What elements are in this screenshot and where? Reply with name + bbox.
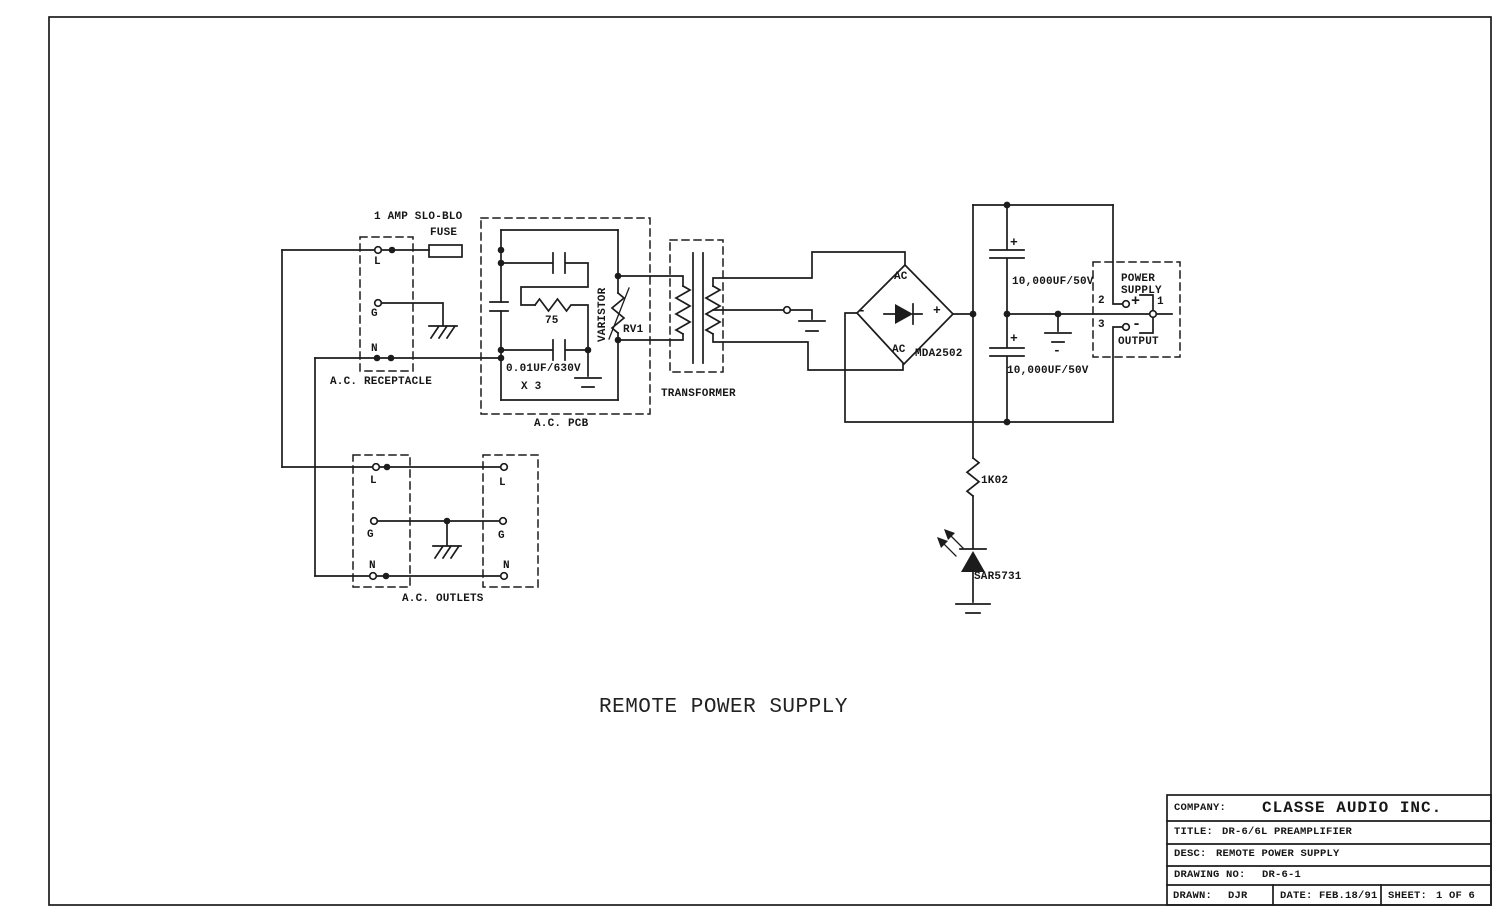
- led-icon: [961, 551, 985, 572]
- titleblock-drawingno-label: DRAWING NO:: [1174, 869, 1246, 881]
- transformer-symbol: [617, 239, 906, 373]
- outlet-left-terminal-l: L: [370, 475, 377, 487]
- resistor-75-icon: [533, 297, 589, 351]
- outlet-left-terminal-n: N: [369, 560, 376, 572]
- drawing-frame: [48, 16, 1492, 906]
- titleblock-drawn-value: DJR: [1228, 890, 1248, 902]
- titleblock-desc-value: REMOTE POWER SUPPLY: [1216, 848, 1340, 860]
- pcb-resistor-value: 75: [545, 315, 559, 327]
- primary-winding-icon: [674, 284, 692, 336]
- varistor-label: VARISTOR: [597, 287, 609, 342]
- ac-pcb-symbol: [480, 217, 651, 415]
- connector-output-label: OUTPUT: [1118, 336, 1159, 348]
- outlet-right-terminal-n: N: [503, 560, 510, 572]
- bridge-ac-top-label: AC: [894, 271, 908, 283]
- connector-minus-label: -: [1132, 316, 1142, 333]
- earth-ground-icon: [1044, 332, 1072, 343]
- receptacle-terminal-n: N: [371, 343, 378, 355]
- capacitor-icon: [489, 301, 509, 312]
- outlet-right-terminal-g: G: [498, 530, 505, 542]
- bridge-ac-bottom-label: AC: [892, 344, 906, 356]
- indicator-led-label: SAR5731: [974, 571, 1022, 583]
- fuse-label: FUSE: [430, 227, 458, 239]
- bridge-minus-label: -: [858, 303, 867, 318]
- ground-minus-label: -: [1053, 343, 1062, 358]
- led-indicator-symbol: [937, 456, 991, 614]
- drawing-main-title: REMOTE POWER SUPPLY: [599, 696, 848, 719]
- cap-bottom-value: 10,000UF/50V: [1007, 365, 1089, 377]
- pcb-cap-qty: X 3: [521, 381, 542, 393]
- titleblock-desc-label: DESC:: [1174, 848, 1207, 860]
- capacitor-bottom-icon: [989, 313, 1025, 423]
- titleblock-drawn-label: DRAWN:: [1173, 890, 1213, 902]
- bridge-ref-label: MDA2502: [915, 348, 963, 360]
- connector-plus-label: +: [1131, 293, 1141, 310]
- titleblock-company-label: COMPANY:: [1174, 802, 1227, 814]
- titleblock-sheet-label: SHEET:: [1388, 890, 1428, 902]
- pcb-label: A.C. PCB: [534, 418, 589, 430]
- titleblock-company-value: CLASSE AUDIO INC.: [1262, 799, 1443, 817]
- connector-pin1-label: 1: [1157, 296, 1164, 308]
- led-arrow-icon: [944, 529, 955, 540]
- earth-ground-icon: [574, 377, 602, 388]
- fuse-rating-label: 1 AMP SLO-BLO: [374, 211, 463, 223]
- transformer-label: TRANSFORMER: [661, 388, 736, 400]
- bridge-rectifier-symbol: [844, 263, 1114, 423]
- indicator-resistor-label: 1K02: [981, 475, 1009, 487]
- bridge-plus-label: +: [933, 303, 942, 318]
- filter-capacitors-symbol: [969, 201, 1151, 459]
- pcb-cap-value: 0.01UF/630V: [506, 363, 581, 375]
- receptacle-terminal-l: L: [374, 256, 381, 268]
- varistor-ref: RV1: [623, 324, 644, 336]
- diode-icon: [895, 304, 913, 324]
- receptacle-terminal-g: G: [371, 308, 378, 320]
- outlets-label: A.C. OUTLETS: [402, 593, 484, 605]
- titleblock-date-value: FEB.18/91: [1319, 890, 1378, 902]
- earth-ground-icon: [798, 320, 826, 332]
- titleblock-sheet-value: 1 OF 6: [1436, 890, 1476, 902]
- outlet-right-terminal-l: L: [499, 477, 506, 489]
- titleblock-drawingno-value: DR-6-1: [1262, 869, 1302, 881]
- receptacle-label: A.C. RECEPTACLE: [330, 376, 433, 388]
- titleblock-title-value: DR-6/6L PREAMPLIFIER: [1222, 826, 1353, 838]
- resistor-1k02-icon: [965, 456, 981, 498]
- connector-name-line1: POWER: [1121, 273, 1156, 285]
- cap-top-plus: +: [1010, 235, 1019, 250]
- led-arrow-icon: [937, 537, 948, 548]
- fuse-symbol: [428, 244, 463, 258]
- cap-top-value: 10,000UF/50V: [1012, 276, 1094, 288]
- earth-ground-icon: [955, 603, 991, 614]
- ac-outlets-symbol: [281, 454, 539, 588]
- connector-name-line2: SUPPLY: [1121, 285, 1162, 297]
- title-block-frame: [1166, 794, 1492, 906]
- titleblock-title-label: TITLE:: [1174, 826, 1214, 838]
- outlet-left-terminal-g: G: [367, 529, 374, 541]
- connector-pin3-label: 3: [1098, 319, 1105, 331]
- titleblock-date-label: DATE:: [1280, 890, 1313, 902]
- capacitor-top-icon: [989, 204, 1025, 315]
- ac-receptacle-symbol: [281, 236, 502, 577]
- connector-pin2-label: 2: [1098, 295, 1105, 307]
- cap-bottom-plus: +: [1010, 331, 1019, 346]
- chassis-ground-icon: [428, 324, 458, 340]
- output-connector-symbol: [1092, 204, 1181, 423]
- chassis-ground-icon: [432, 544, 462, 560]
